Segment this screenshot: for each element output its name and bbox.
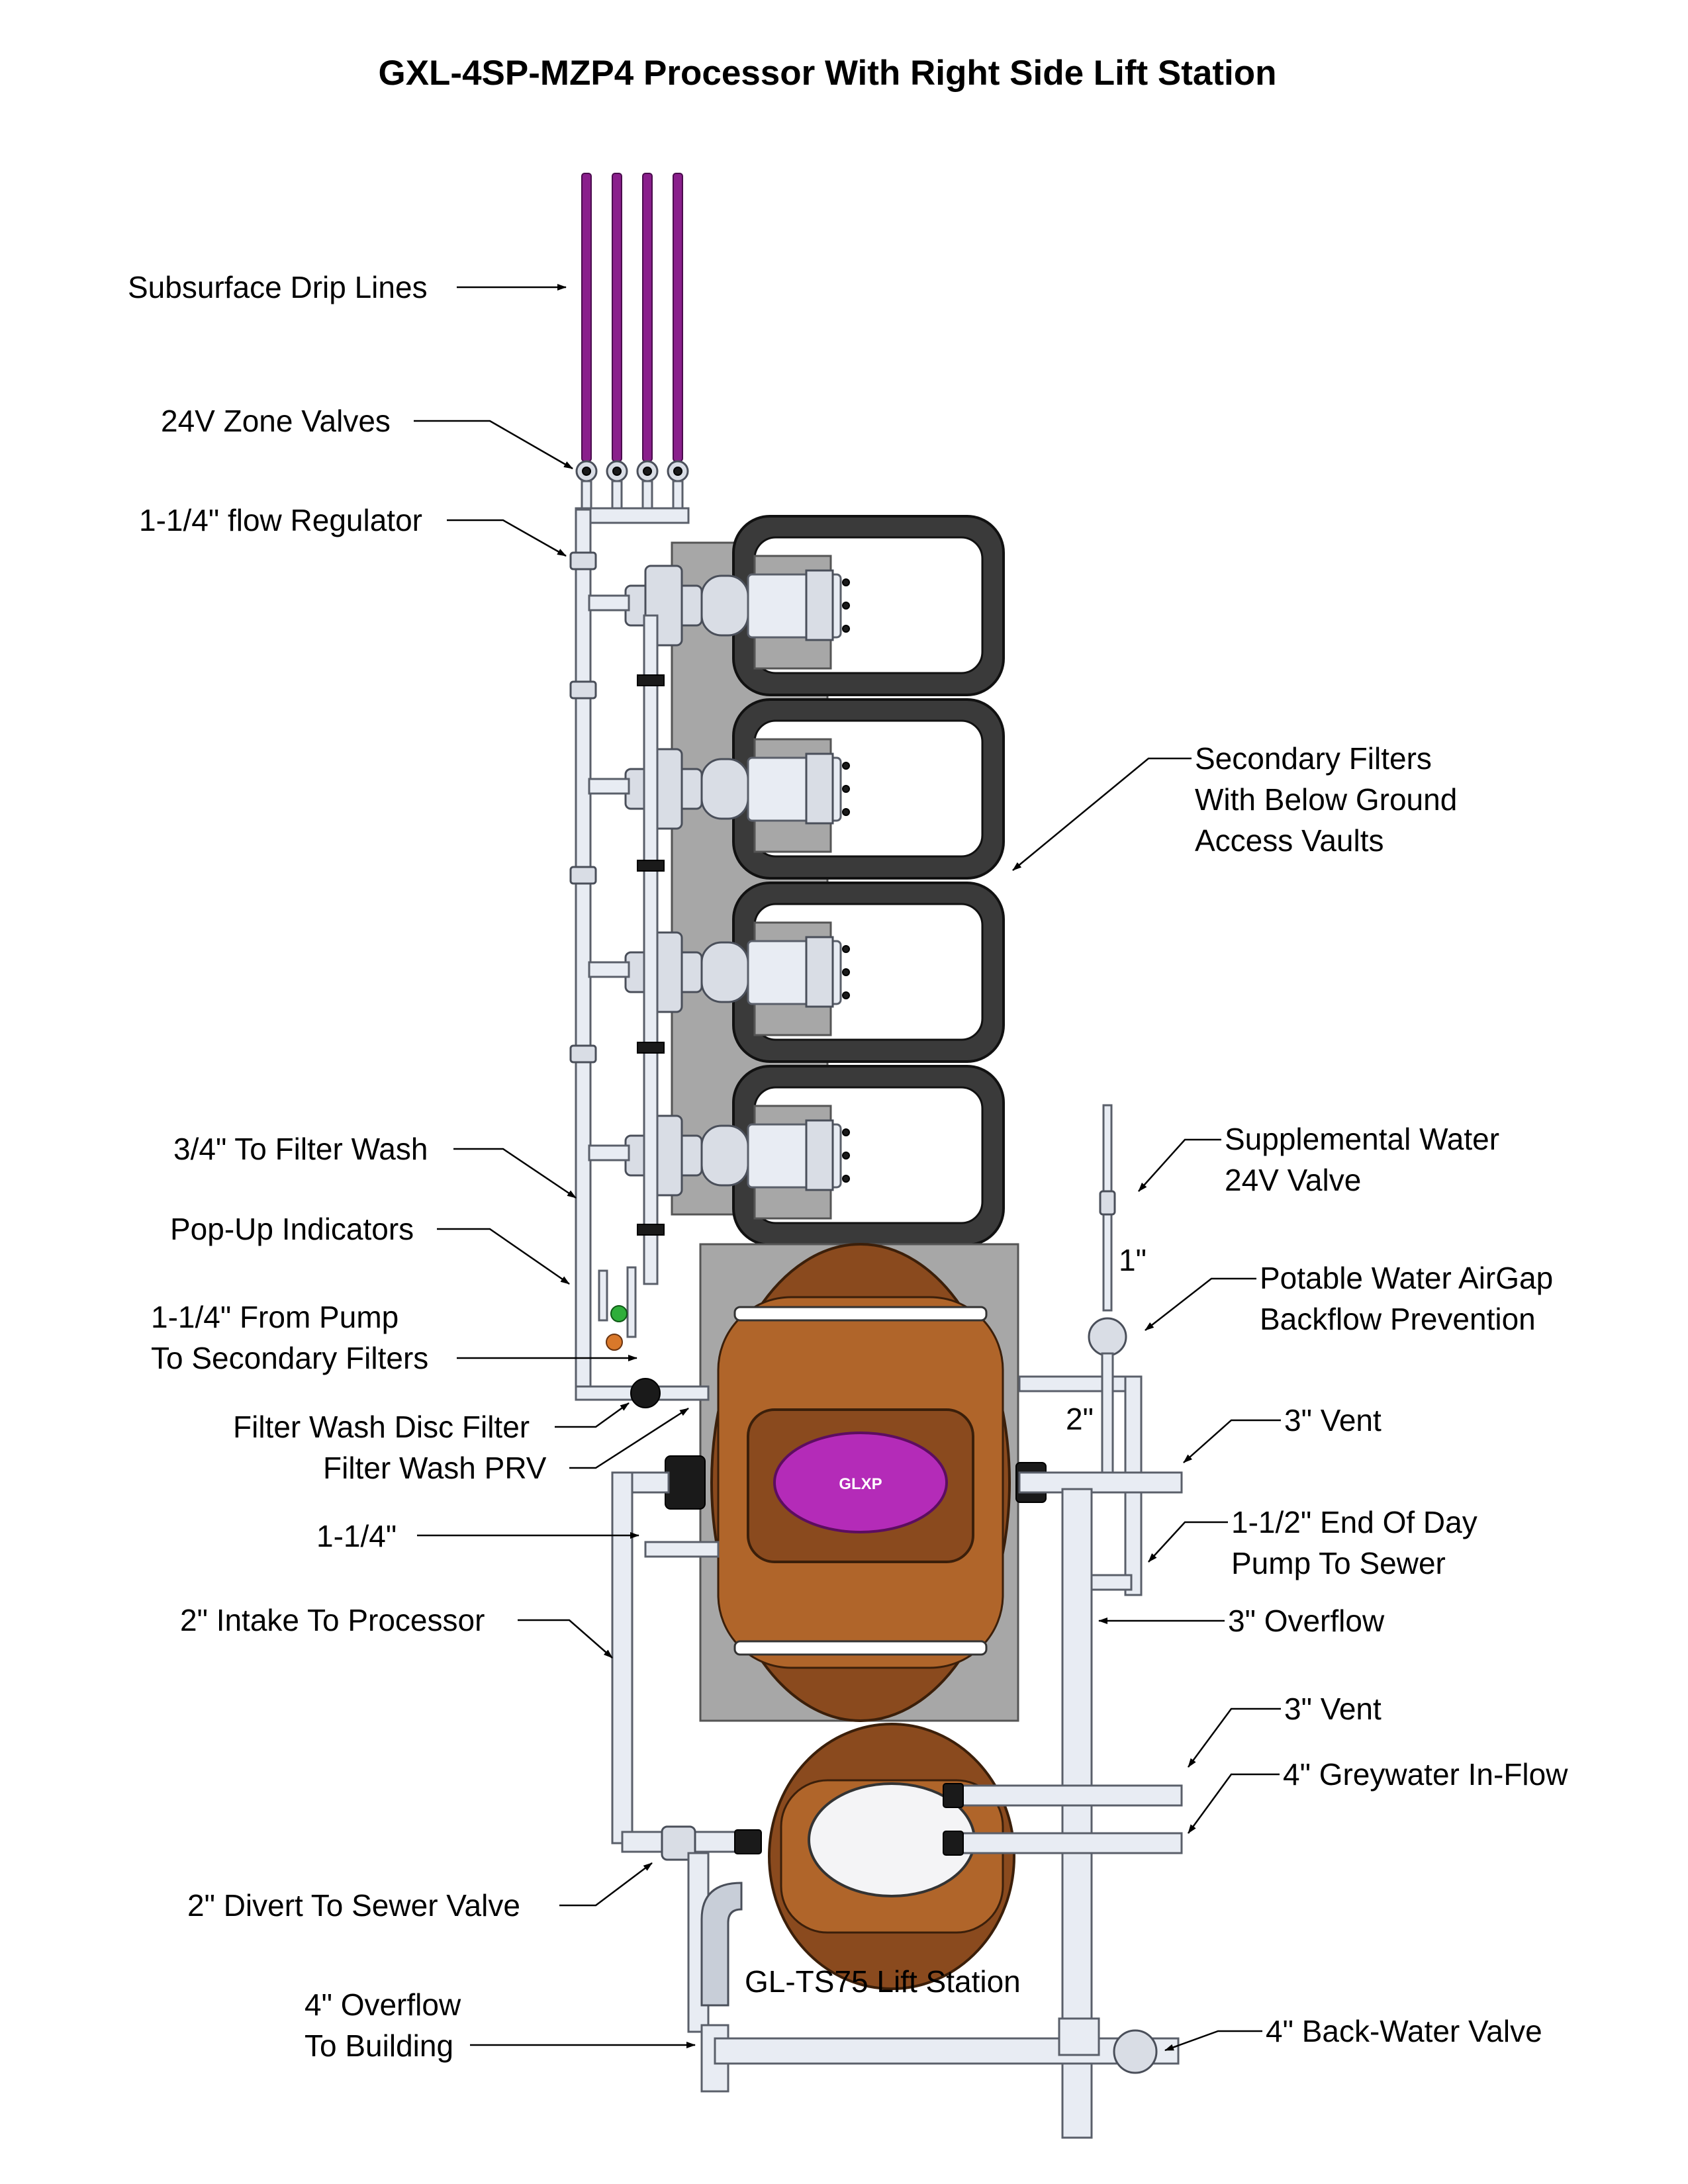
- label-overflow-building-line2: To Building: [305, 2028, 453, 2063]
- drip-lines: [581, 173, 683, 462]
- label-zone-valves: 24V Zone Valves: [161, 404, 391, 438]
- label-filter-wash-supply: 3/4" To Filter Wash: [173, 1132, 428, 1166]
- processor-tank: GLXP: [665, 1243, 1047, 1722]
- label-prv: Filter Wash PRV: [323, 1451, 547, 1485]
- label-flow-regulator: 1-1/4" flow Regulator: [139, 503, 422, 537]
- label-greywater-inflow: 4" Greywater In-Flow: [1283, 1757, 1568, 1792]
- label-vent-lower: 3" Vent: [1284, 1692, 1382, 1726]
- label-supplemental-water-line2: 24V Valve: [1225, 1163, 1361, 1197]
- label-pipe-1-25: 1-1/4": [316, 1519, 397, 1553]
- diagram-title: GXL-4SP-MZP4 Processor With Right Side L…: [378, 54, 1276, 93]
- label-secondary-filters-line2: With Below Ground: [1195, 782, 1457, 817]
- label-overflow-building-line1: 4" Overflow: [305, 1987, 461, 2022]
- label-backwater-valve: 4" Back-Water Valve: [1266, 2014, 1542, 2048]
- label-disc-filter: Filter Wash Disc Filter: [233, 1410, 530, 1444]
- label-airgap-line2: Backflow Prevention: [1260, 1302, 1536, 1336]
- label-subsurface-drip-lines: Subsurface Drip Lines: [128, 270, 428, 304]
- secondary-filter-cartridges: [700, 569, 850, 1191]
- pop-up-indicator-orange: [606, 1334, 623, 1351]
- processor-badge: GLXP: [839, 1475, 882, 1493]
- label-intake: 2" Intake To Processor: [180, 1603, 485, 1637]
- label-pipe-1in: 1": [1119, 1243, 1147, 1277]
- label-end-of-day-line1: 1-1/2" End Of Day: [1231, 1505, 1477, 1539]
- lift-station-pipes: [621, 1783, 1183, 2093]
- label-secondary-filters-line3: Access Vaults: [1195, 823, 1383, 858]
- label-pop-up-indicators: Pop-Up Indicators: [170, 1212, 414, 1246]
- label-from-pump-line1: 1-1/4" From Pump: [151, 1300, 399, 1334]
- label-airgap-line1: Potable Water AirGap: [1260, 1261, 1553, 1295]
- label-supplemental-water-line1: Supplemental Water: [1225, 1122, 1499, 1156]
- label-vent-upper: 3" Vent: [1284, 1403, 1382, 1437]
- label-from-pump-line2: To Secondary Filters: [151, 1341, 428, 1375]
- label-overflow-3in: 3" Overflow: [1228, 1604, 1385, 1638]
- label-end-of-day-line2: Pump To Sewer: [1231, 1546, 1446, 1580]
- lift-station: [768, 1723, 1015, 1990]
- pop-up-indicators: [598, 1266, 637, 1351]
- label-divert-valve: 2" Divert To Sewer Valve: [187, 1888, 520, 1923]
- label-secondary-filters-line1: Secondary Filters: [1195, 741, 1432, 776]
- zone-valves: [575, 460, 690, 524]
- label-pipe-2in: 2": [1066, 1402, 1094, 1436]
- label-lift-station: GL-TS75 Lift Station: [745, 1964, 1021, 1999]
- pop-up-indicator-green: [610, 1305, 628, 1322]
- filter-manifold-pipes: [569, 508, 665, 1401]
